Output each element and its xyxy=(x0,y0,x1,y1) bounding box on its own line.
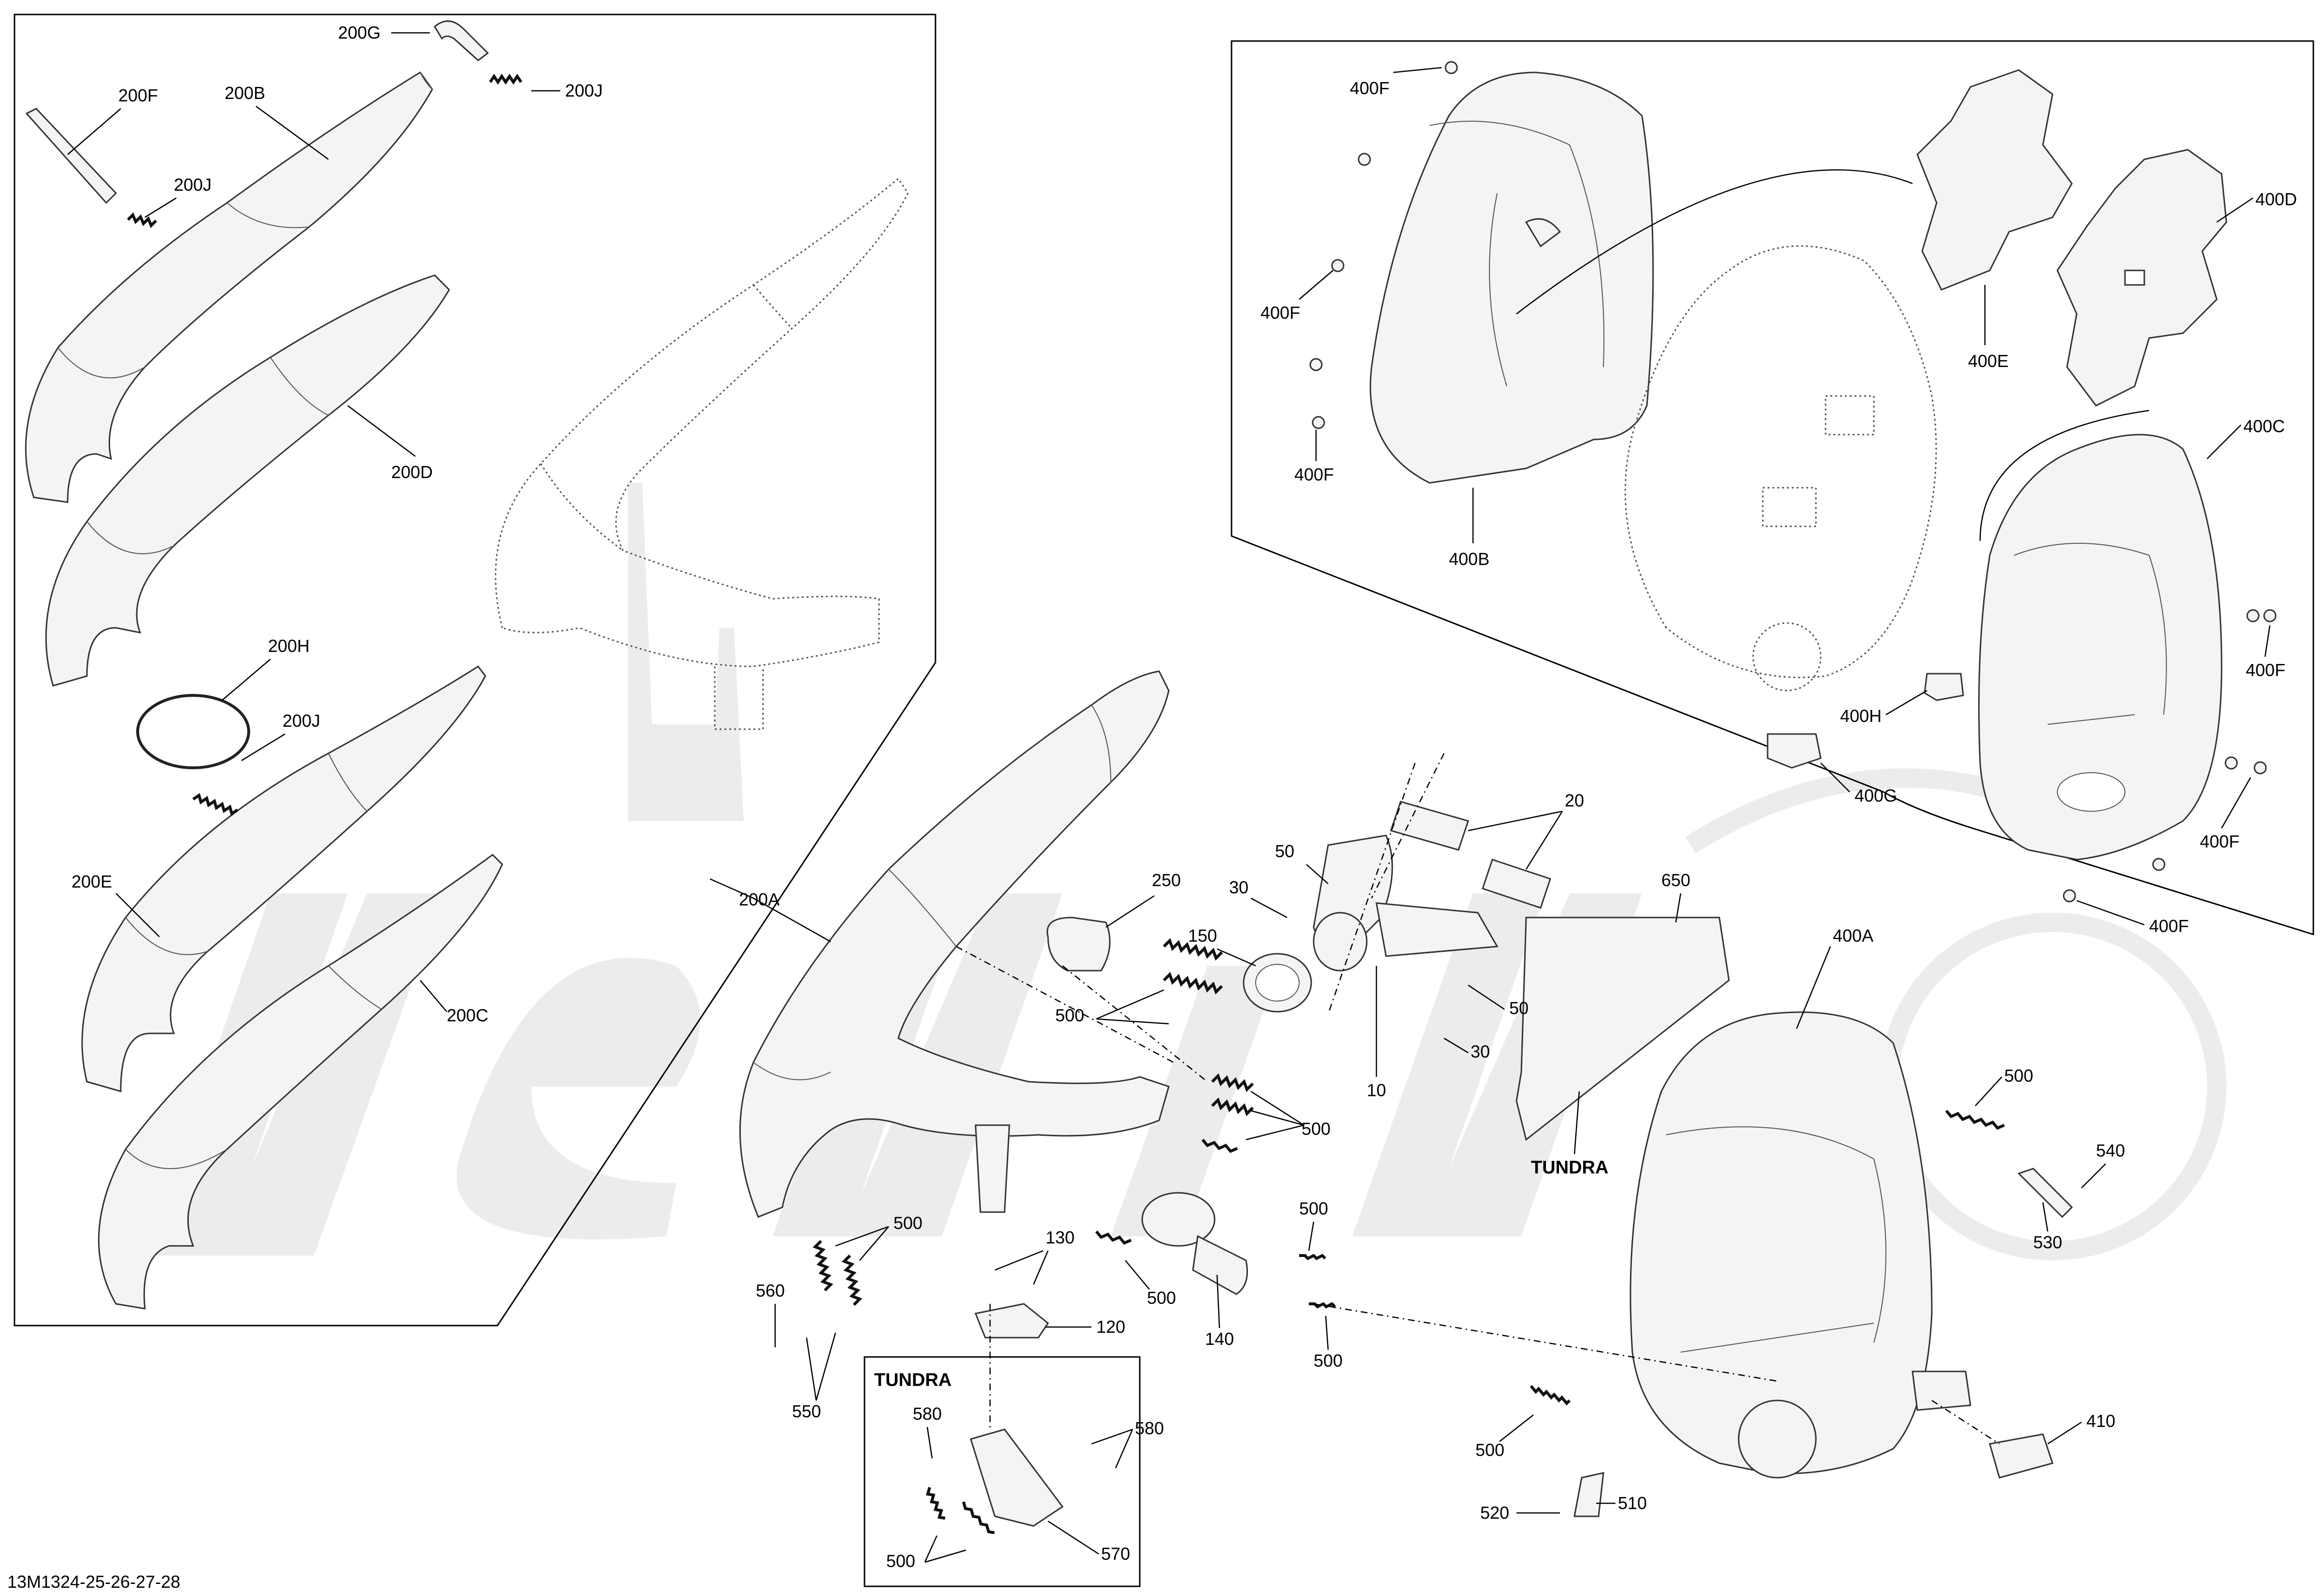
shield-ghost xyxy=(1624,245,1937,692)
manifold-10 xyxy=(1313,801,1551,972)
strap-530 xyxy=(2017,1168,2073,1218)
label-400B: 400B xyxy=(1449,549,1489,569)
heat-shield-200D xyxy=(45,274,450,687)
label-400D: 400D xyxy=(2255,189,2297,209)
label-500-g: 500 xyxy=(1314,1351,1343,1370)
label-400F-6: 400F xyxy=(2149,916,2189,936)
label-570: 570 xyxy=(1101,1544,1130,1564)
label-500-h: 500 xyxy=(886,1551,915,1571)
label-200B: 200B xyxy=(225,83,265,103)
label-400C: 400C xyxy=(2243,416,2285,436)
label-10: 10 xyxy=(1367,1080,1386,1100)
label-400F-1: 400F xyxy=(1350,78,1389,98)
label-400E: 400E xyxy=(1968,351,2009,371)
assembly-ghost xyxy=(495,177,909,730)
gasket-20-b xyxy=(1482,859,1551,909)
spring-200J-mid xyxy=(127,212,157,228)
springs-500 xyxy=(812,938,2005,1534)
label-520: 520 xyxy=(1480,1503,1509,1523)
label-130: 130 xyxy=(1046,1228,1075,1247)
label-400A: 400A xyxy=(1833,926,1873,946)
label-140: 140 xyxy=(1205,1329,1234,1349)
label-50-b: 50 xyxy=(1509,998,1529,1018)
shield-400C xyxy=(1978,434,2223,861)
muffler-shield-group-box: 400F 400F 400F 400B 400E 400D 400C 400F … xyxy=(1231,40,2314,936)
label-50-a: 50 xyxy=(1275,841,1294,861)
strap-200F xyxy=(25,108,117,204)
label-tundra-box: TUNDRA xyxy=(874,1370,951,1390)
rubber-block-400H xyxy=(1924,673,1964,701)
label-510: 510 xyxy=(1618,1493,1647,1513)
heat-shield-200E xyxy=(81,665,486,1092)
plate-400E xyxy=(1916,69,2073,291)
label-200F: 200F xyxy=(118,85,158,105)
label-500-e: 500 xyxy=(1147,1288,1176,1308)
clip-200G xyxy=(434,20,489,61)
label-400F-4: 400F xyxy=(2246,660,2285,680)
label-200D: 200D xyxy=(391,462,433,482)
gasket-20-a xyxy=(1390,801,1469,851)
label-580-b: 580 xyxy=(1135,1418,1164,1438)
diagram-id: 13M1324-25-26-27-28 xyxy=(7,1572,180,1592)
label-580-a: 580 xyxy=(913,1404,942,1424)
label-200H: 200H xyxy=(268,636,310,656)
connector-140 xyxy=(1141,1192,1248,1295)
spring-200J-top xyxy=(489,73,523,85)
bracket-570 xyxy=(970,1428,1064,1527)
label-550: 550 xyxy=(792,1401,821,1421)
fasteners-400F xyxy=(1309,61,2277,903)
label-530: 530 xyxy=(2033,1232,2062,1252)
label-30-a: 30 xyxy=(1229,877,1248,897)
label-150: 150 xyxy=(1188,926,1217,946)
label-250: 250 xyxy=(1152,870,1181,890)
deflector-650 xyxy=(1516,917,1730,1141)
exhaust-pipe-200A xyxy=(739,670,1170,1218)
tundra-inset-box: TUNDRA 580 580 500 570 xyxy=(864,1356,1164,1587)
label-tundra-main: TUNDRA xyxy=(1531,1158,1608,1178)
label-540: 540 xyxy=(2096,1141,2125,1160)
label-500-a: 500 xyxy=(1055,1005,1084,1025)
muffler-cover-group-box: 200G 200J 200F 200B 200J 200D 200H 200J … xyxy=(14,14,936,1327)
label-400F-5: 400F xyxy=(2200,832,2239,851)
label-120: 120 xyxy=(1096,1317,1125,1337)
label-500-b: 500 xyxy=(1302,1119,1331,1139)
label-400F-2: 400F xyxy=(1261,303,1300,323)
label-500-f: 500 xyxy=(1299,1199,1328,1218)
heat-shield-200C xyxy=(98,854,503,1310)
label-500-d: 500 xyxy=(893,1213,922,1233)
strap-510 xyxy=(1573,1472,1604,1517)
label-200C: 200C xyxy=(447,1005,488,1025)
label-200J-mid: 200J xyxy=(174,175,212,195)
label-400G: 400G xyxy=(1855,786,1897,805)
label-30-b: 30 xyxy=(1471,1042,1490,1061)
ring-200H xyxy=(136,694,250,769)
rubber-block-400G xyxy=(1767,733,1822,769)
heat-shield-200B xyxy=(25,71,433,503)
damper-410 xyxy=(1989,1433,2054,1479)
label-200A: 200A xyxy=(739,890,779,909)
clamp-250 xyxy=(1047,917,1111,972)
label-500-i: 500 xyxy=(1475,1440,1504,1460)
shield-400B xyxy=(1370,71,1654,484)
label-200J-top: 200J xyxy=(565,81,603,100)
label-200J-low: 200J xyxy=(283,711,320,731)
label-400F-3: 400F xyxy=(1294,465,1334,484)
label-200E: 200E xyxy=(71,872,112,891)
label-650: 650 xyxy=(1661,870,1690,890)
label-200G: 200G xyxy=(338,23,381,42)
bracket-120 xyxy=(974,1303,1049,1339)
label-400H: 400H xyxy=(1840,706,1882,726)
label-560: 560 xyxy=(756,1281,785,1300)
label-20: 20 xyxy=(1565,791,1584,810)
spring-200J-low xyxy=(192,793,239,816)
label-500-c: 500 xyxy=(2004,1066,2033,1086)
muffler-400A xyxy=(1629,1011,1971,1479)
label-410: 410 xyxy=(2086,1411,2115,1431)
